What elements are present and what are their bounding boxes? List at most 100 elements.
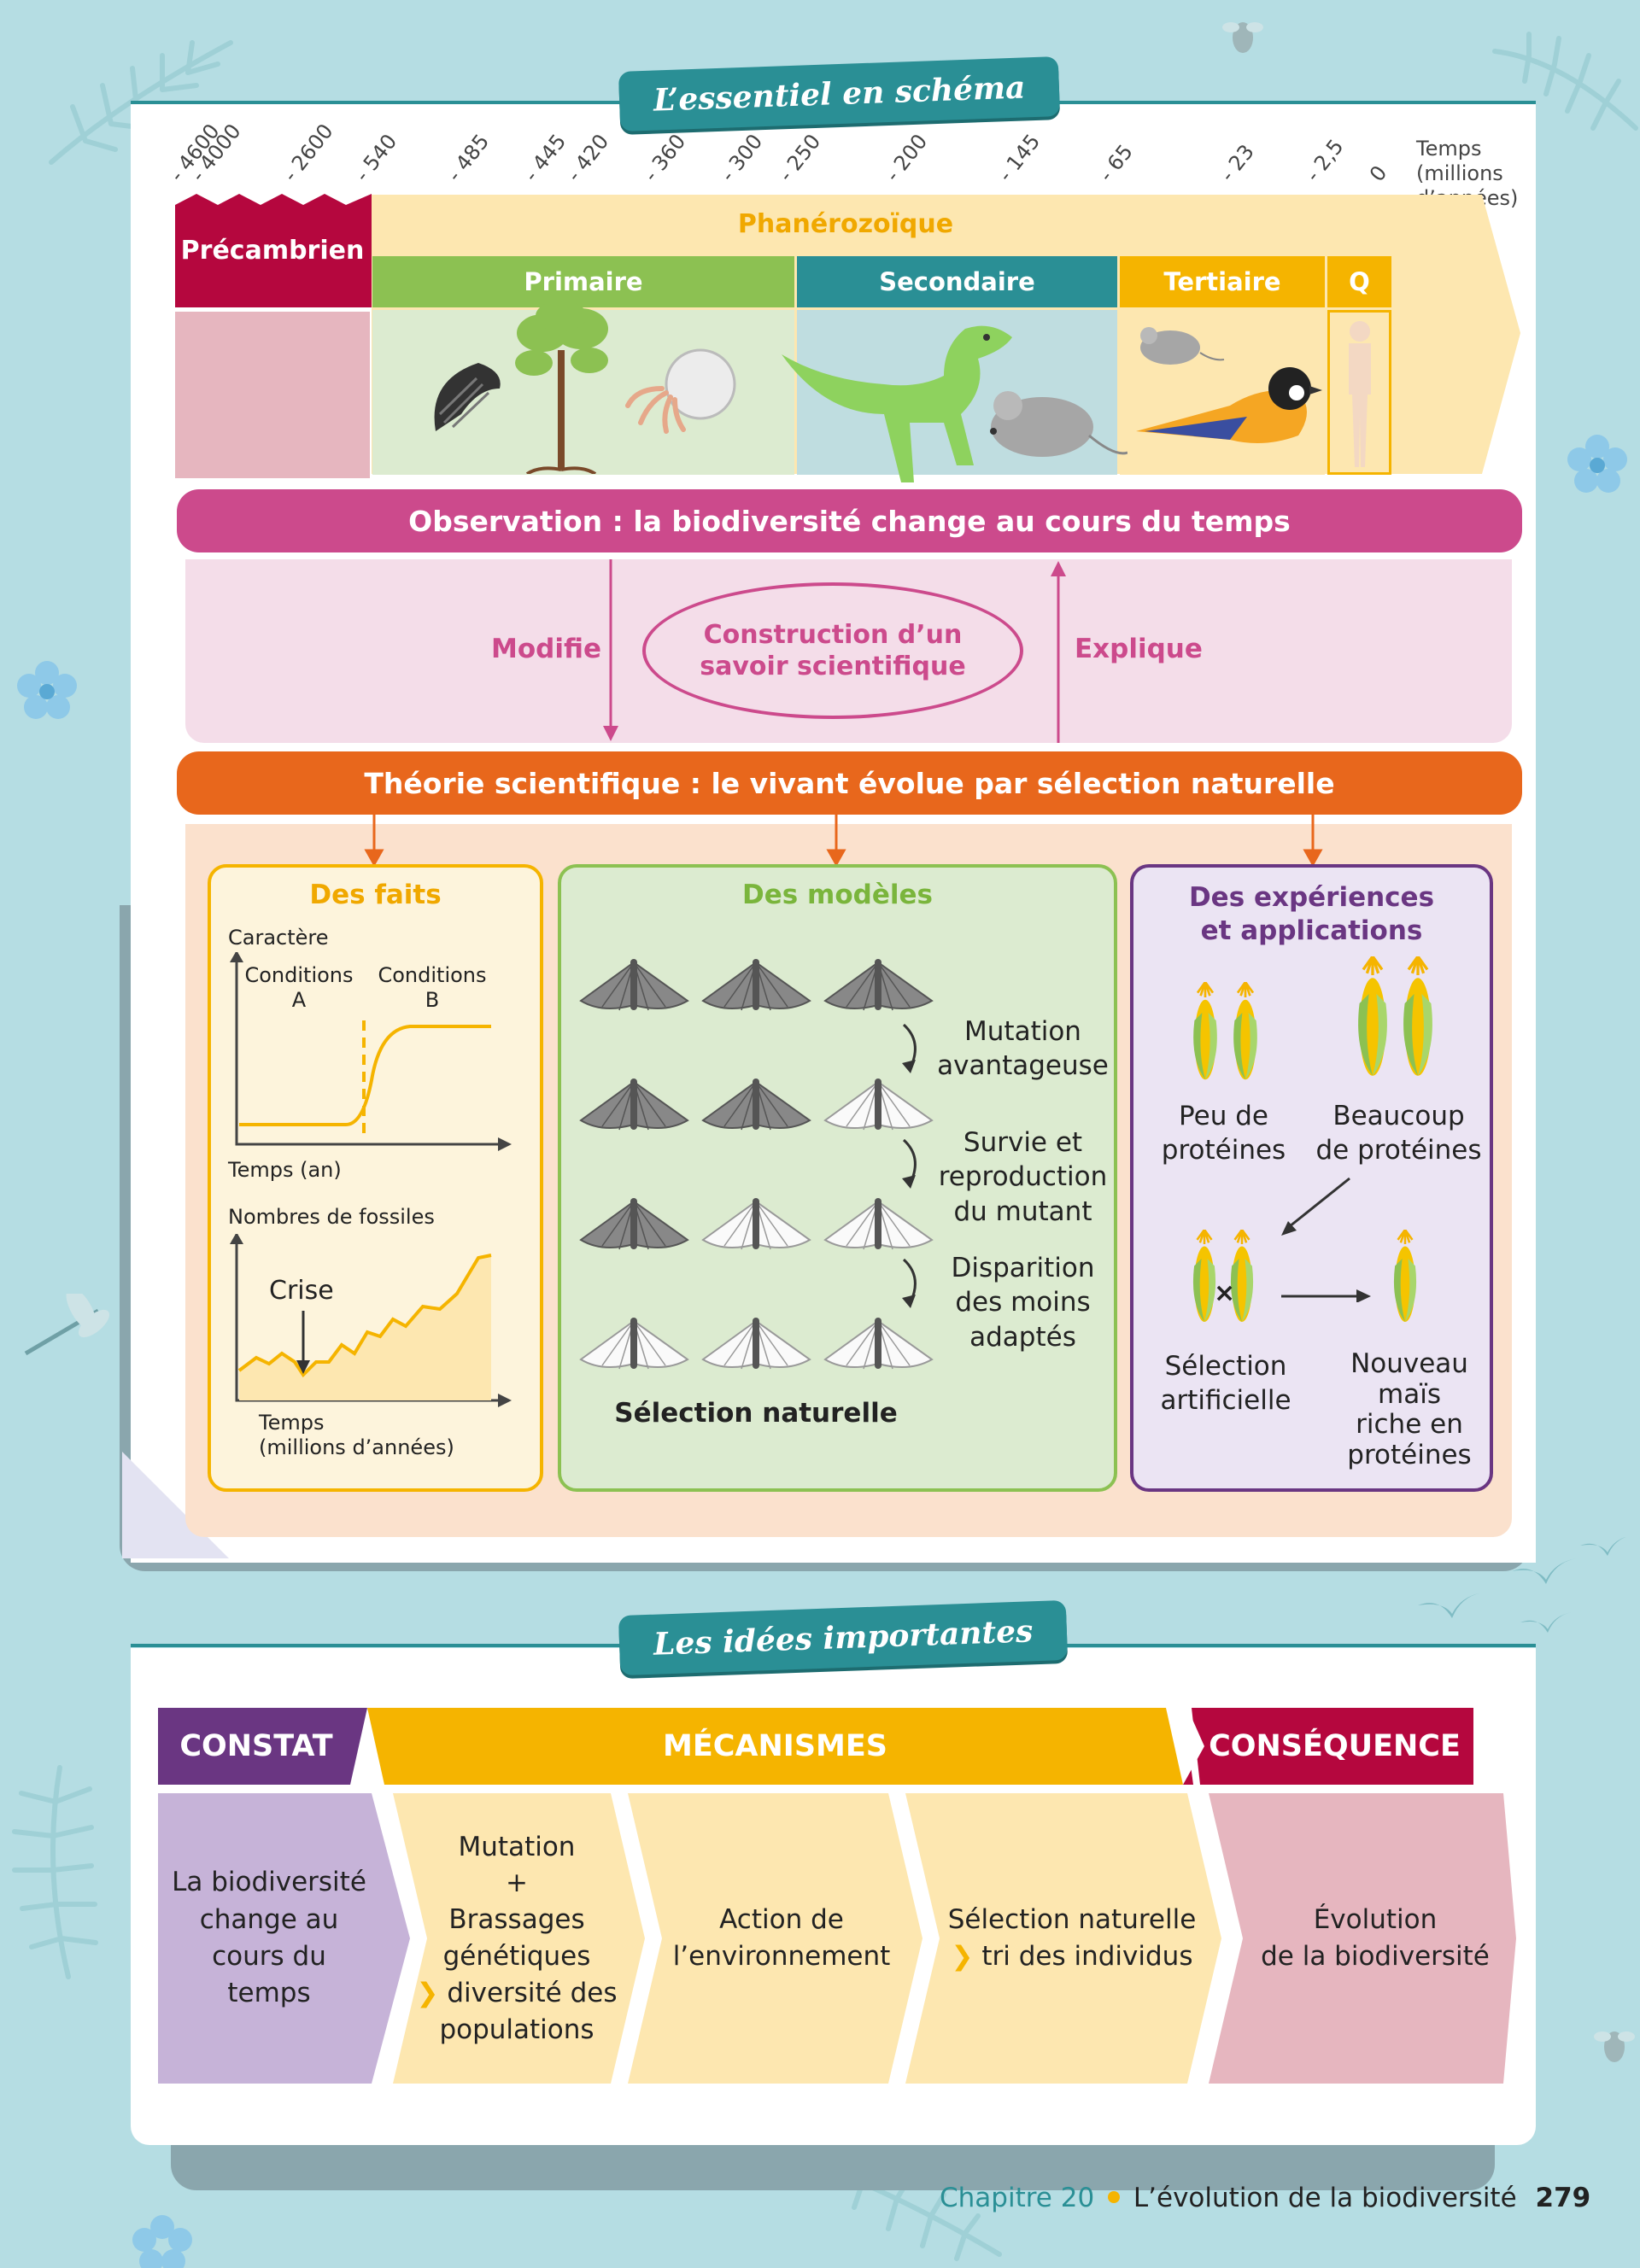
fern-icon xyxy=(12,1765,98,1979)
modifie-arrow xyxy=(603,559,618,741)
selection-line: Sélection xyxy=(1164,1351,1287,1382)
cross-arrows xyxy=(1281,1177,1371,1302)
dark-moth-icon xyxy=(823,959,934,1011)
sel-line: ❯ tri des individus xyxy=(952,1938,1193,1975)
white-moth-icon xyxy=(701,1198,811,1250)
mutation-line: ❯ diversité des xyxy=(416,1975,617,2012)
quaternaire-label: Q xyxy=(1327,256,1391,307)
constat-header: CONSTAT xyxy=(179,1729,333,1763)
nouveau-line: protéines xyxy=(1347,1439,1472,1470)
nouveau-line: Nouveau xyxy=(1350,1348,1468,1379)
white-moth-icon xyxy=(579,1318,689,1370)
observation-bar: Observation : la biodiversité change au … xyxy=(177,489,1522,552)
step-line: Mutation xyxy=(964,1016,1081,1047)
dark-moth-icon xyxy=(579,959,689,1011)
idees-chevrons xyxy=(158,1793,1516,2084)
cross-symbol: × xyxy=(1214,1278,1236,1308)
experiences-title-line: et applications xyxy=(1200,915,1423,946)
footer-title: L’évolution de la biodiversité xyxy=(1133,2183,1517,2213)
graph2-xlabel-line: (millions d’années) xyxy=(259,1435,454,1459)
theory-arrows xyxy=(364,815,1323,866)
step1-label: Mutation avantageuse xyxy=(927,1014,1119,1084)
graph1-xlabel: Temps (an) xyxy=(228,1158,342,1182)
white-moth-icon xyxy=(823,1078,934,1131)
modeles-title: Des modèles xyxy=(742,880,933,910)
precambrian-block xyxy=(175,194,372,478)
corn-icon xyxy=(1358,956,1387,1076)
step-arrows xyxy=(902,1023,917,1308)
tree-fern-icon xyxy=(515,301,608,474)
constat-line: La biodiversité xyxy=(172,1867,366,1898)
modifie-label: Modifie xyxy=(491,634,601,664)
small-mouse-icon xyxy=(1140,327,1225,365)
nouveau-label: Nouveau maïs riche en protéines xyxy=(1328,1348,1491,1471)
env-line: l’environnement xyxy=(672,1941,891,1972)
dark-moth-icon xyxy=(579,1078,689,1131)
mouse-icon xyxy=(990,391,1128,457)
footer: Chapitre 20 L’évolution de la biodiversi… xyxy=(940,2183,1590,2213)
graph1 xyxy=(230,952,512,1151)
explique-arrow xyxy=(1051,561,1066,743)
mutation-line: génétiques xyxy=(442,1941,591,1972)
chevron-right-icon: ❯ xyxy=(416,1977,439,2008)
trilobite-icon xyxy=(434,363,501,431)
selection-naturelle-caption: Sélection naturelle xyxy=(614,1398,898,1429)
tertiaire-label: Tertiaire xyxy=(1120,256,1325,307)
corn-icon xyxy=(1393,1230,1417,1322)
corn-icon xyxy=(1230,1230,1254,1322)
selection-text: Sélection naturelle ❯ tri des individus xyxy=(940,1793,1204,2084)
step3-label: Disparition des moins adaptés xyxy=(927,1251,1119,1354)
construction-line: Construction d’un xyxy=(703,619,963,650)
dark-moth-icon xyxy=(701,959,811,1011)
dark-moth-icon xyxy=(701,1078,811,1131)
beaucoup-label: Beaucoup de protéines xyxy=(1307,1099,1491,1168)
corn-icon xyxy=(1233,982,1257,1080)
peu-line: Peu de xyxy=(1179,1101,1268,1131)
step-line: des moins xyxy=(955,1287,1091,1318)
white-moth-icon xyxy=(701,1318,811,1370)
bird-icon xyxy=(1136,367,1322,443)
cond-a-label: Conditions A xyxy=(239,963,359,1013)
graph1-ylabel: Caractère xyxy=(228,926,329,950)
corn-icon xyxy=(1403,956,1432,1076)
birds-icon xyxy=(1418,1537,1626,1633)
faits-title: Des faits xyxy=(309,880,442,910)
bee-icon xyxy=(1594,2031,1635,2062)
cond-line: Conditions xyxy=(244,963,354,987)
corn-icon xyxy=(1193,982,1217,1080)
step-line: Disparition xyxy=(951,1253,1095,1283)
experiences-title-line: Des expériences xyxy=(1188,882,1435,913)
graph2-ylabel: Nombres de fossiles xyxy=(228,1205,435,1229)
graph2-xlabel: Temps (millions d’années) xyxy=(259,1411,454,1460)
beaucoup-line: de protéines xyxy=(1315,1135,1482,1166)
axis-label-line: Temps xyxy=(1416,137,1482,161)
white-moth-icon xyxy=(823,1318,934,1370)
mutation-line-text: diversité des xyxy=(447,1977,618,2008)
step-line: Survie et xyxy=(963,1127,1083,1158)
fern-icon xyxy=(49,40,233,165)
mutation-line: + xyxy=(506,1868,528,1899)
idees-headers xyxy=(158,1708,1473,1785)
selection-line: artificielle xyxy=(1160,1385,1292,1417)
peu-line: protéines xyxy=(1161,1135,1286,1166)
fern-icon xyxy=(1492,32,1638,131)
step-line: avantageuse xyxy=(937,1050,1109,1082)
corn-icon xyxy=(1192,1230,1216,1322)
evo-line: de la biodiversité xyxy=(1261,1941,1490,1972)
secondaire-label: Secondaire xyxy=(797,256,1117,307)
human-icon xyxy=(1349,321,1371,467)
dragonfly-icon xyxy=(24,1294,110,1356)
bullet-icon xyxy=(1108,2191,1121,2203)
explique-label: Explique xyxy=(1075,634,1203,664)
evo-line: Évolution xyxy=(1313,1903,1438,1935)
theorie-bar: Théorie scientifique : le vivant évolue … xyxy=(177,751,1522,815)
flower-icon xyxy=(132,2215,192,2268)
sel-line-text: tri des individus xyxy=(981,1941,1193,1972)
evolution-text: Évolution de la biodiversité xyxy=(1243,1793,1508,2084)
constat-line: change au xyxy=(199,1903,339,1935)
primaire-label: Primaire xyxy=(372,256,794,307)
dark-moth-icon xyxy=(579,1198,689,1250)
precambrien-label: Précambrien xyxy=(180,235,365,266)
selection-label: Sélection artificielle xyxy=(1145,1349,1307,1418)
step2-label: Survie et reproduction du mutant xyxy=(927,1125,1119,1229)
